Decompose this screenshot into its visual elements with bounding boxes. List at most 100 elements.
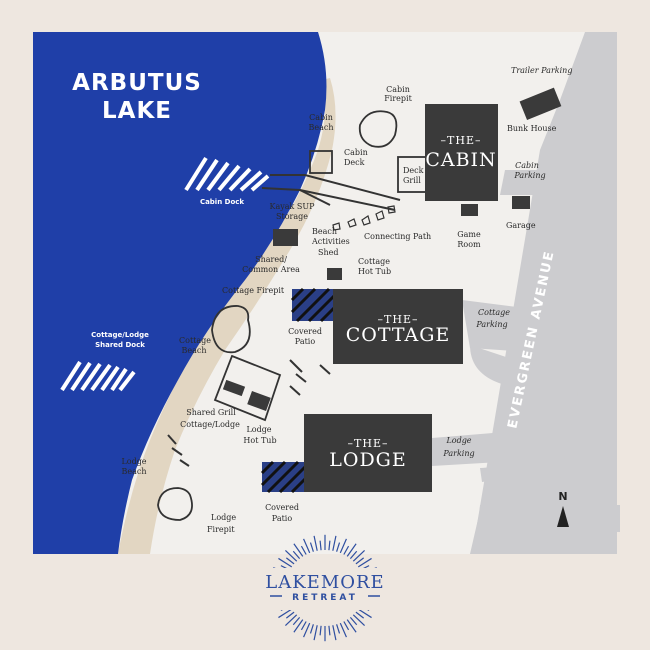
sunburst-ray — [278, 557, 293, 568]
shared-grill — [222, 379, 246, 397]
label-lodge-hot-tub-1: Lodge — [246, 425, 271, 434]
lodge-firepit — [157, 487, 193, 521]
sunburst-ray — [309, 542, 314, 552]
cabin-dock — [184, 156, 270, 192]
sunburst-ray — [285, 557, 295, 565]
label-cabin-parking-2: Parking — [513, 171, 545, 180]
cottage-name: COTTAGE — [346, 324, 451, 346]
lodge-drive-curve — [480, 445, 520, 482]
lake-name-line1: ARBUTUS — [72, 70, 202, 96]
the-cabin-building — [425, 104, 498, 201]
bunk-house-building — [519, 87, 562, 121]
sunburst-ray — [293, 543, 304, 557]
sunburst-ray — [313, 625, 318, 641]
sunburst-ray — [278, 608, 293, 619]
label-game-room-2: Room — [457, 240, 481, 249]
sunburst-ray — [343, 545, 350, 555]
label-lodge-beach-1: Lodge — [121, 457, 146, 466]
sunburst-ray — [346, 543, 357, 557]
label-lodge-covered-1: Covered — [265, 503, 299, 512]
sunburst-ray — [352, 549, 366, 562]
arbutus-lake — [33, 32, 327, 554]
shared-dock-label-line1: Cottage/Lodge — [91, 331, 149, 339]
label-beach-shed-3: Shed — [318, 248, 339, 257]
logo-line2: RETREAT — [292, 593, 358, 603]
cabin-paths — [261, 174, 401, 211]
label-cottage-hot-tub-1: Cottage — [358, 257, 390, 266]
cabin-firepit — [358, 110, 398, 148]
sunburst-ray — [303, 538, 311, 554]
cottage-firepit — [211, 305, 251, 354]
label-lodge-hot-tub-2: Hot Tub — [243, 436, 276, 445]
lodge-patio-hatch — [260, 460, 308, 494]
sunburst-ray — [328, 625, 331, 636]
decor-strokes — [167, 359, 331, 467]
game-room-building — [461, 204, 478, 216]
label-cottage-parking-1: Cottage — [478, 308, 510, 317]
sunburst-ray — [357, 608, 372, 619]
sunburst-ray — [313, 535, 318, 551]
sunburst-ray — [357, 557, 372, 568]
label-cottage-firepit: Cottage Firepit — [222, 286, 285, 295]
label-cabin-beach-1: Cabin — [309, 113, 333, 122]
cottage-drive-curve — [470, 345, 515, 385]
sunburst-ray — [293, 619, 304, 633]
sunburst-ray — [328, 540, 331, 551]
label-shared-grill-1: Shared Grill — [186, 408, 236, 417]
the-cottage-building — [333, 289, 463, 364]
label-cottage-beach-2: Beach — [181, 346, 206, 355]
label-cabin-deck-1: Cabin — [344, 148, 368, 157]
label-shared-grill-2: Cottage/Lodge — [180, 420, 240, 429]
label-garage: Garage — [506, 221, 536, 230]
north-label: N — [558, 490, 567, 503]
sunburst-ray — [292, 550, 301, 560]
sunburst-ray — [300, 545, 307, 555]
label-shared-area-1: Shared/ — [255, 255, 287, 264]
label-deck-grill-1: Deck — [403, 166, 424, 175]
sunburst-ray — [284, 549, 298, 562]
road-band — [470, 32, 617, 554]
label-cabin-firepit-2: Firepit — [384, 94, 412, 103]
sunburst-ray — [300, 621, 307, 631]
label-game-room-1: Game — [457, 230, 481, 239]
sunburst-ray — [349, 550, 358, 560]
label-cabin-deck-2: Deck — [344, 158, 365, 167]
shared-grill-area — [213, 354, 282, 422]
lake-name-line2: LAKE — [102, 98, 172, 124]
label-connecting-path: Connecting Path — [364, 232, 431, 241]
label-lodge-covered-2: Patio — [272, 514, 293, 523]
label-lodge-beach-2: Beach — [121, 467, 146, 476]
label-cottage-hot-tub-2: Hot Tub — [358, 267, 391, 276]
label-bunk-house: Bunk House — [507, 124, 557, 133]
sunburst-ray — [339, 538, 347, 554]
sunburst-ray — [303, 622, 311, 638]
label-lodge-parking-1: Lodge — [445, 436, 471, 445]
cabin-dock-label: Cabin Dock — [200, 198, 244, 206]
sunburst-ray — [284, 614, 298, 627]
the-lodge-building — [304, 414, 432, 492]
label-kayak-1: Kayak SUP — [269, 202, 315, 211]
sunburst-ray — [339, 622, 347, 638]
shared-dock — [60, 360, 136, 392]
cottage-prefix: –THE– — [378, 313, 419, 326]
lodge-hot-tub — [247, 391, 271, 411]
lodge-parking-lot — [432, 432, 505, 466]
label-cottage-covered-1: Covered — [288, 327, 322, 336]
label-cottage-covered-2: Patio — [295, 337, 316, 346]
cottage-patio-hatch — [290, 287, 338, 323]
sunburst-ray — [349, 616, 358, 626]
logo-line1: LAKEMORE — [265, 572, 384, 593]
sunburst-ray — [309, 624, 314, 634]
north-arrow-icon — [557, 506, 569, 527]
sunburst-ray — [285, 611, 295, 619]
cabin-name: CABIN — [425, 149, 496, 171]
sunburst-ray — [355, 611, 365, 619]
cabin-deck — [309, 150, 333, 174]
beach-activities-shed — [273, 229, 298, 246]
sunburst-ray — [336, 624, 341, 634]
cabin-prefix: –THE– — [441, 134, 482, 147]
lodge-name: LODGE — [329, 449, 406, 471]
cottage-parking-lot — [462, 300, 540, 352]
lodge-prefix: –THE– — [348, 437, 389, 450]
sunburst-ray — [319, 540, 322, 551]
